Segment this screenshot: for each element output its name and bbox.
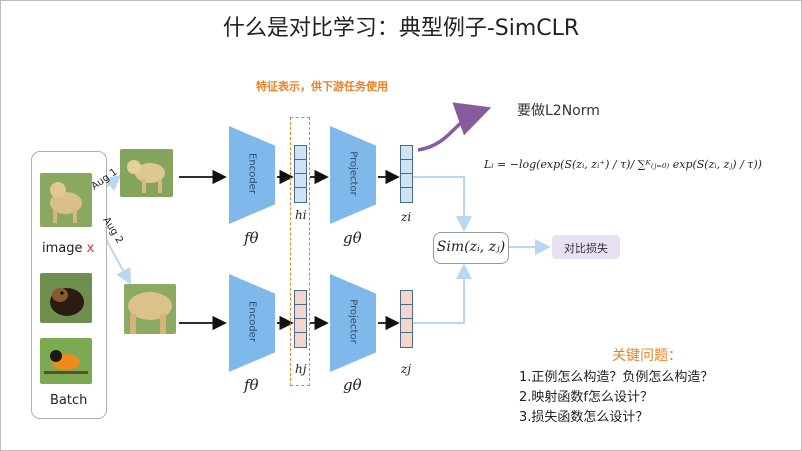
feature-dashed-box <box>290 117 310 386</box>
question-3: 3.损失函数怎么设计？ <box>519 410 649 425</box>
projector-bottom <box>330 274 376 372</box>
projector-fn-bottom: gθ <box>343 376 362 394</box>
x-mark: x <box>86 241 95 256</box>
dog-image-original <box>40 173 92 227</box>
z-i-label: zi <box>401 210 412 224</box>
similarity-box: Sim(zᵢ, zⱼ) <box>433 232 509 264</box>
z-i-vector <box>400 145 413 203</box>
contrastive-loss-box: 对比损失 <box>552 235 620 259</box>
slide-title: 什么是对比学习：典型例子-SimCLR <box>222 16 580 41</box>
projector-bottom-label: Projector <box>347 299 359 344</box>
l2norm-note: 要做L2Norm <box>517 103 600 119</box>
l2norm-curve-arrow <box>417 102 492 152</box>
augmented-image-1 <box>120 149 173 197</box>
projector-top-label: Projector <box>347 151 359 196</box>
encoder-fn-bottom: fθ <box>244 376 259 394</box>
feature-note: 特征表示，供下游任务使用 <box>256 80 388 93</box>
z-j-vector <box>400 290 413 348</box>
projector-fn-top: gθ <box>343 229 362 247</box>
encoder-top-label: Encoder <box>246 153 258 194</box>
contrastive-loss-label: 对比损失 <box>564 242 608 255</box>
h-j-vector <box>294 290 307 348</box>
question-2: 2.映射函数f怎么设计？ <box>519 390 653 405</box>
z-j-label: zj <box>401 362 412 376</box>
encoder-bottom <box>229 274 275 372</box>
h-i-vector <box>294 145 307 203</box>
encoder-fn-top: fθ <box>244 229 259 247</box>
puppy-image <box>40 273 92 323</box>
augmented-image-2 <box>124 284 176 334</box>
question-1: 1.正例怎么构造？负例怎么构造？ <box>519 370 714 385</box>
arrow-zj-to-sim <box>412 263 472 324</box>
h-i-label: hi <box>295 208 307 222</box>
batch-label: Batch <box>50 393 88 408</box>
h-j-label: hj <box>295 362 307 376</box>
contrastive-loss-formula: Lᵢ = −log(exp(S(zᵢ, zᵢ⁺) / τ)/ ∑ᴷ₍ⱼ₌₀₎ e… <box>484 158 762 171</box>
similarity-label: Sim(zᵢ, zⱼ) <box>436 239 506 255</box>
arrow-zi-to-sim <box>412 176 472 232</box>
key-questions-title: 关键问题： <box>612 348 682 364</box>
bird-image <box>40 338 92 384</box>
image-label: image x <box>42 241 95 256</box>
encoder-bottom-label: Encoder <box>246 301 258 342</box>
